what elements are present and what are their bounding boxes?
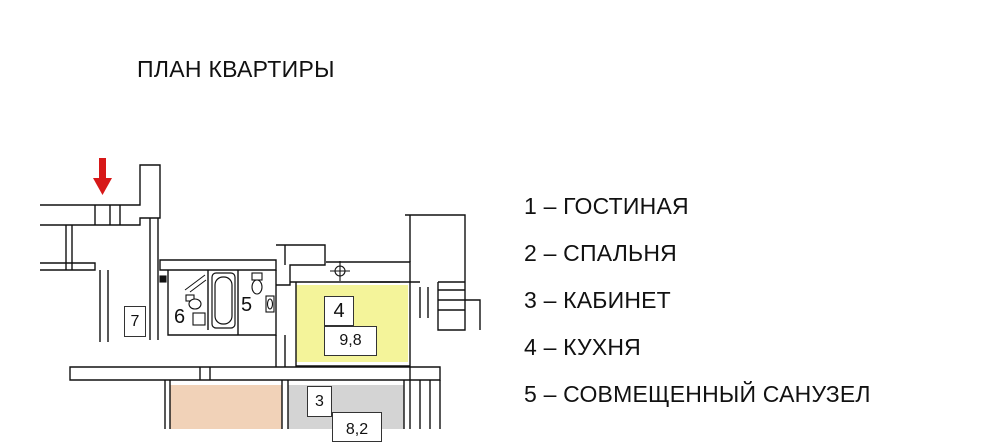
toilet-icon (185, 272, 263, 310)
legend-item-bathroom: 5 – СОВМЕЩЕННЫЙ САНУЗЕЛ (524, 381, 871, 407)
room-4-area-value: 9,8 (339, 332, 362, 349)
room-5-label: 5 (241, 294, 253, 316)
legend-item-bedroom: 2 – СПАЛЬНЯ (524, 240, 677, 266)
page-title: ПЛАН КВАРТИРЫ (137, 56, 335, 82)
bedroom-fill (170, 385, 282, 429)
room-7-label: 7 (124, 306, 146, 337)
bathtub-icon (211, 272, 236, 329)
legend-item-living-room: 1 – ГОСТИНАЯ (524, 193, 689, 219)
room-4-area: 9,8 (324, 326, 377, 356)
room-4-label: 4 (324, 296, 354, 326)
walls (40, 164, 481, 429)
room-7-number: 7 (130, 312, 140, 330)
room-3-area-value: 8,2 (345, 421, 369, 438)
room-4-number: 4 (333, 299, 345, 322)
entrance-arrow-icon (93, 158, 112, 195)
room-3-label: 3 (307, 386, 332, 417)
shower-hatch (184, 274, 207, 293)
room-3-area: 8,2 (332, 412, 382, 442)
sink-icon (192, 295, 275, 326)
room-3-number: 3 (315, 392, 324, 410)
stove-icon (159, 261, 350, 283)
room-legend: 1 – ГОСТИНАЯ 2 – СПАЛЬНЯ 3 – КАБИНЕТ 4 –… (524, 186, 871, 421)
legend-item-study: 3 – КАБИНЕТ (524, 287, 671, 313)
legend-item-kitchen: 4 – КУХНЯ (524, 334, 641, 360)
room-6-label: 6 (174, 306, 186, 328)
